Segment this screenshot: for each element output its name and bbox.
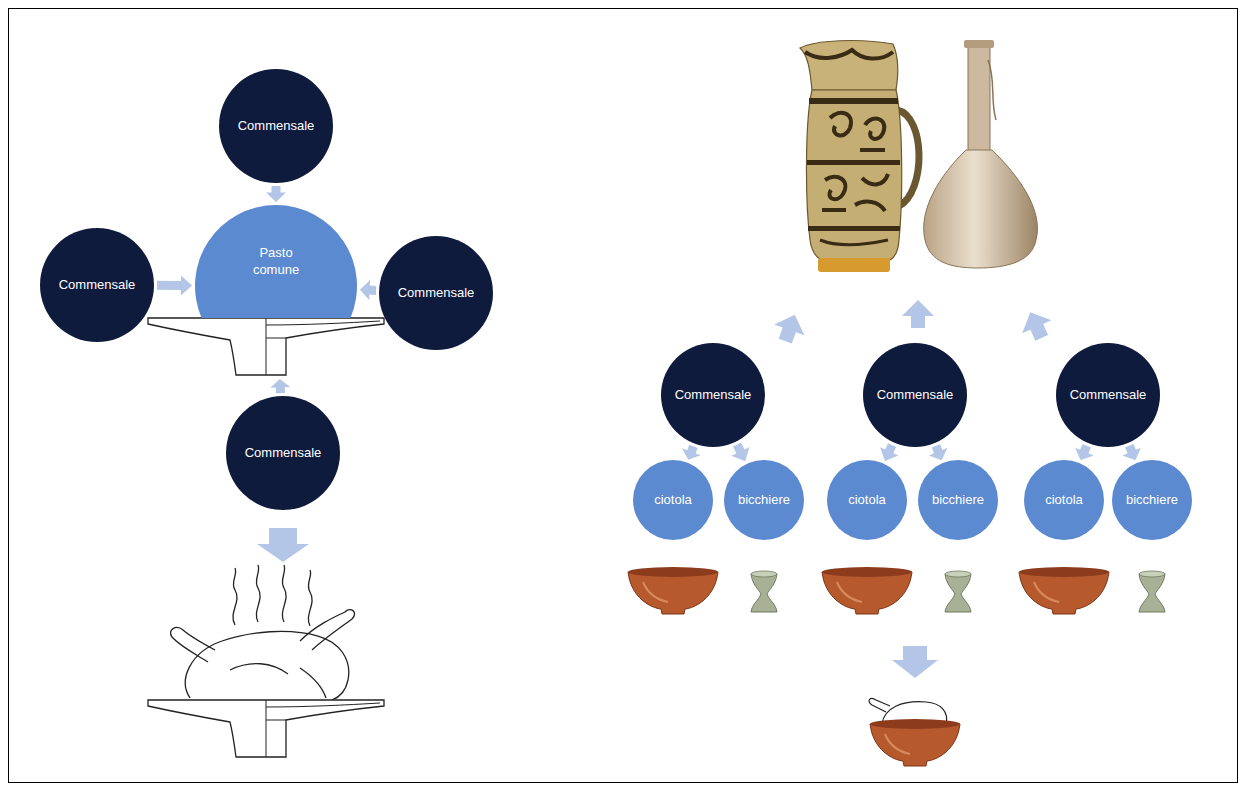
flow-arrow: [770, 309, 810, 346]
flow-arrow: [360, 280, 376, 300]
flow-arrow: [929, 444, 948, 460]
glass-picture: [1139, 571, 1165, 612]
diner-circle: Commensale: [40, 228, 154, 342]
bowl-picture: [628, 567, 718, 614]
diner-circle-fill: [379, 236, 493, 350]
bowl-picture: [1019, 567, 1109, 614]
bowl-circle-fill: [827, 460, 907, 540]
flow-arrow: [880, 443, 898, 461]
diner-circle-fill: [863, 343, 967, 447]
diner-circle-fill: [226, 396, 340, 510]
node-label: bicchiere: [932, 492, 984, 508]
flow-arrow: [1016, 306, 1057, 345]
node-label: bicchiere: [738, 492, 790, 508]
flow-arrow: [731, 443, 749, 462]
flow-arrow: [682, 445, 701, 460]
node-label: ciotola: [1045, 492, 1083, 508]
flow-arrow: [892, 646, 938, 678]
flow-arrow: [902, 300, 934, 328]
bottle-picture: [924, 40, 1038, 268]
diner-circle-fill: [219, 69, 333, 183]
bowl-with-chicken-picture: [869, 699, 960, 766]
node-label: Pasto comune: [240, 245, 312, 278]
bowl-circle: ciotola: [633, 460, 713, 540]
node-label: Commensale: [238, 118, 315, 134]
node-label: Commensale: [877, 387, 954, 403]
node-label: Commensale: [59, 277, 136, 293]
glass-circle-fill: [918, 460, 998, 540]
node-label: ciotola: [654, 492, 692, 508]
glass-circle: bicchiere: [1112, 460, 1192, 540]
flow-arrow: [1075, 444, 1093, 460]
roast-chicken-drawing: [171, 565, 355, 700]
node-label: Commensale: [675, 387, 752, 403]
glass-circle-fill: [1112, 460, 1192, 540]
glass-circle-fill: [724, 460, 804, 540]
bowl-circle: ciotola: [1024, 460, 1104, 540]
frame-border: [9, 9, 1238, 783]
bowl-circle-fill: [633, 460, 713, 540]
diner-circle: Commensale: [661, 343, 765, 447]
flow-arrow: [1123, 444, 1141, 460]
diner-circle: Commensale: [379, 236, 493, 350]
plate-profile: [148, 700, 384, 757]
diner-circle: Commensale: [863, 343, 967, 447]
diner-circle: Commensale: [219, 69, 333, 183]
node-label: ciotola: [848, 492, 886, 508]
glass-circle: bicchiere: [724, 460, 804, 540]
diner-circle-fill: [40, 228, 154, 342]
glass-picture: [751, 571, 777, 612]
shared-meal-dome: Pasto comune: [195, 205, 357, 318]
node-label: Commensale: [245, 445, 322, 461]
bowl-circle: ciotola: [827, 460, 907, 540]
bowl-picture: [822, 567, 912, 614]
bowl-circle-fill: [1024, 460, 1104, 540]
flow-arrow: [266, 186, 286, 202]
diner-circle: Commensale: [226, 396, 340, 510]
flow-arrow: [270, 379, 290, 393]
diner-circle-fill: [1056, 343, 1160, 447]
plate-profile: [148, 318, 384, 375]
glass-picture: [945, 571, 971, 612]
node-label: Commensale: [398, 285, 475, 301]
jug-picture: [800, 41, 919, 272]
node-label: bicchiere: [1126, 492, 1178, 508]
diner-circle-fill: [661, 343, 765, 447]
diner-circle: Commensale: [1056, 343, 1160, 447]
flow-arrow: [257, 528, 309, 562]
shared-meal-dome-fill: [195, 205, 357, 318]
glass-circle: bicchiere: [918, 460, 998, 540]
node-label: Commensale: [1070, 387, 1147, 403]
flow-arrow: [157, 276, 192, 296]
